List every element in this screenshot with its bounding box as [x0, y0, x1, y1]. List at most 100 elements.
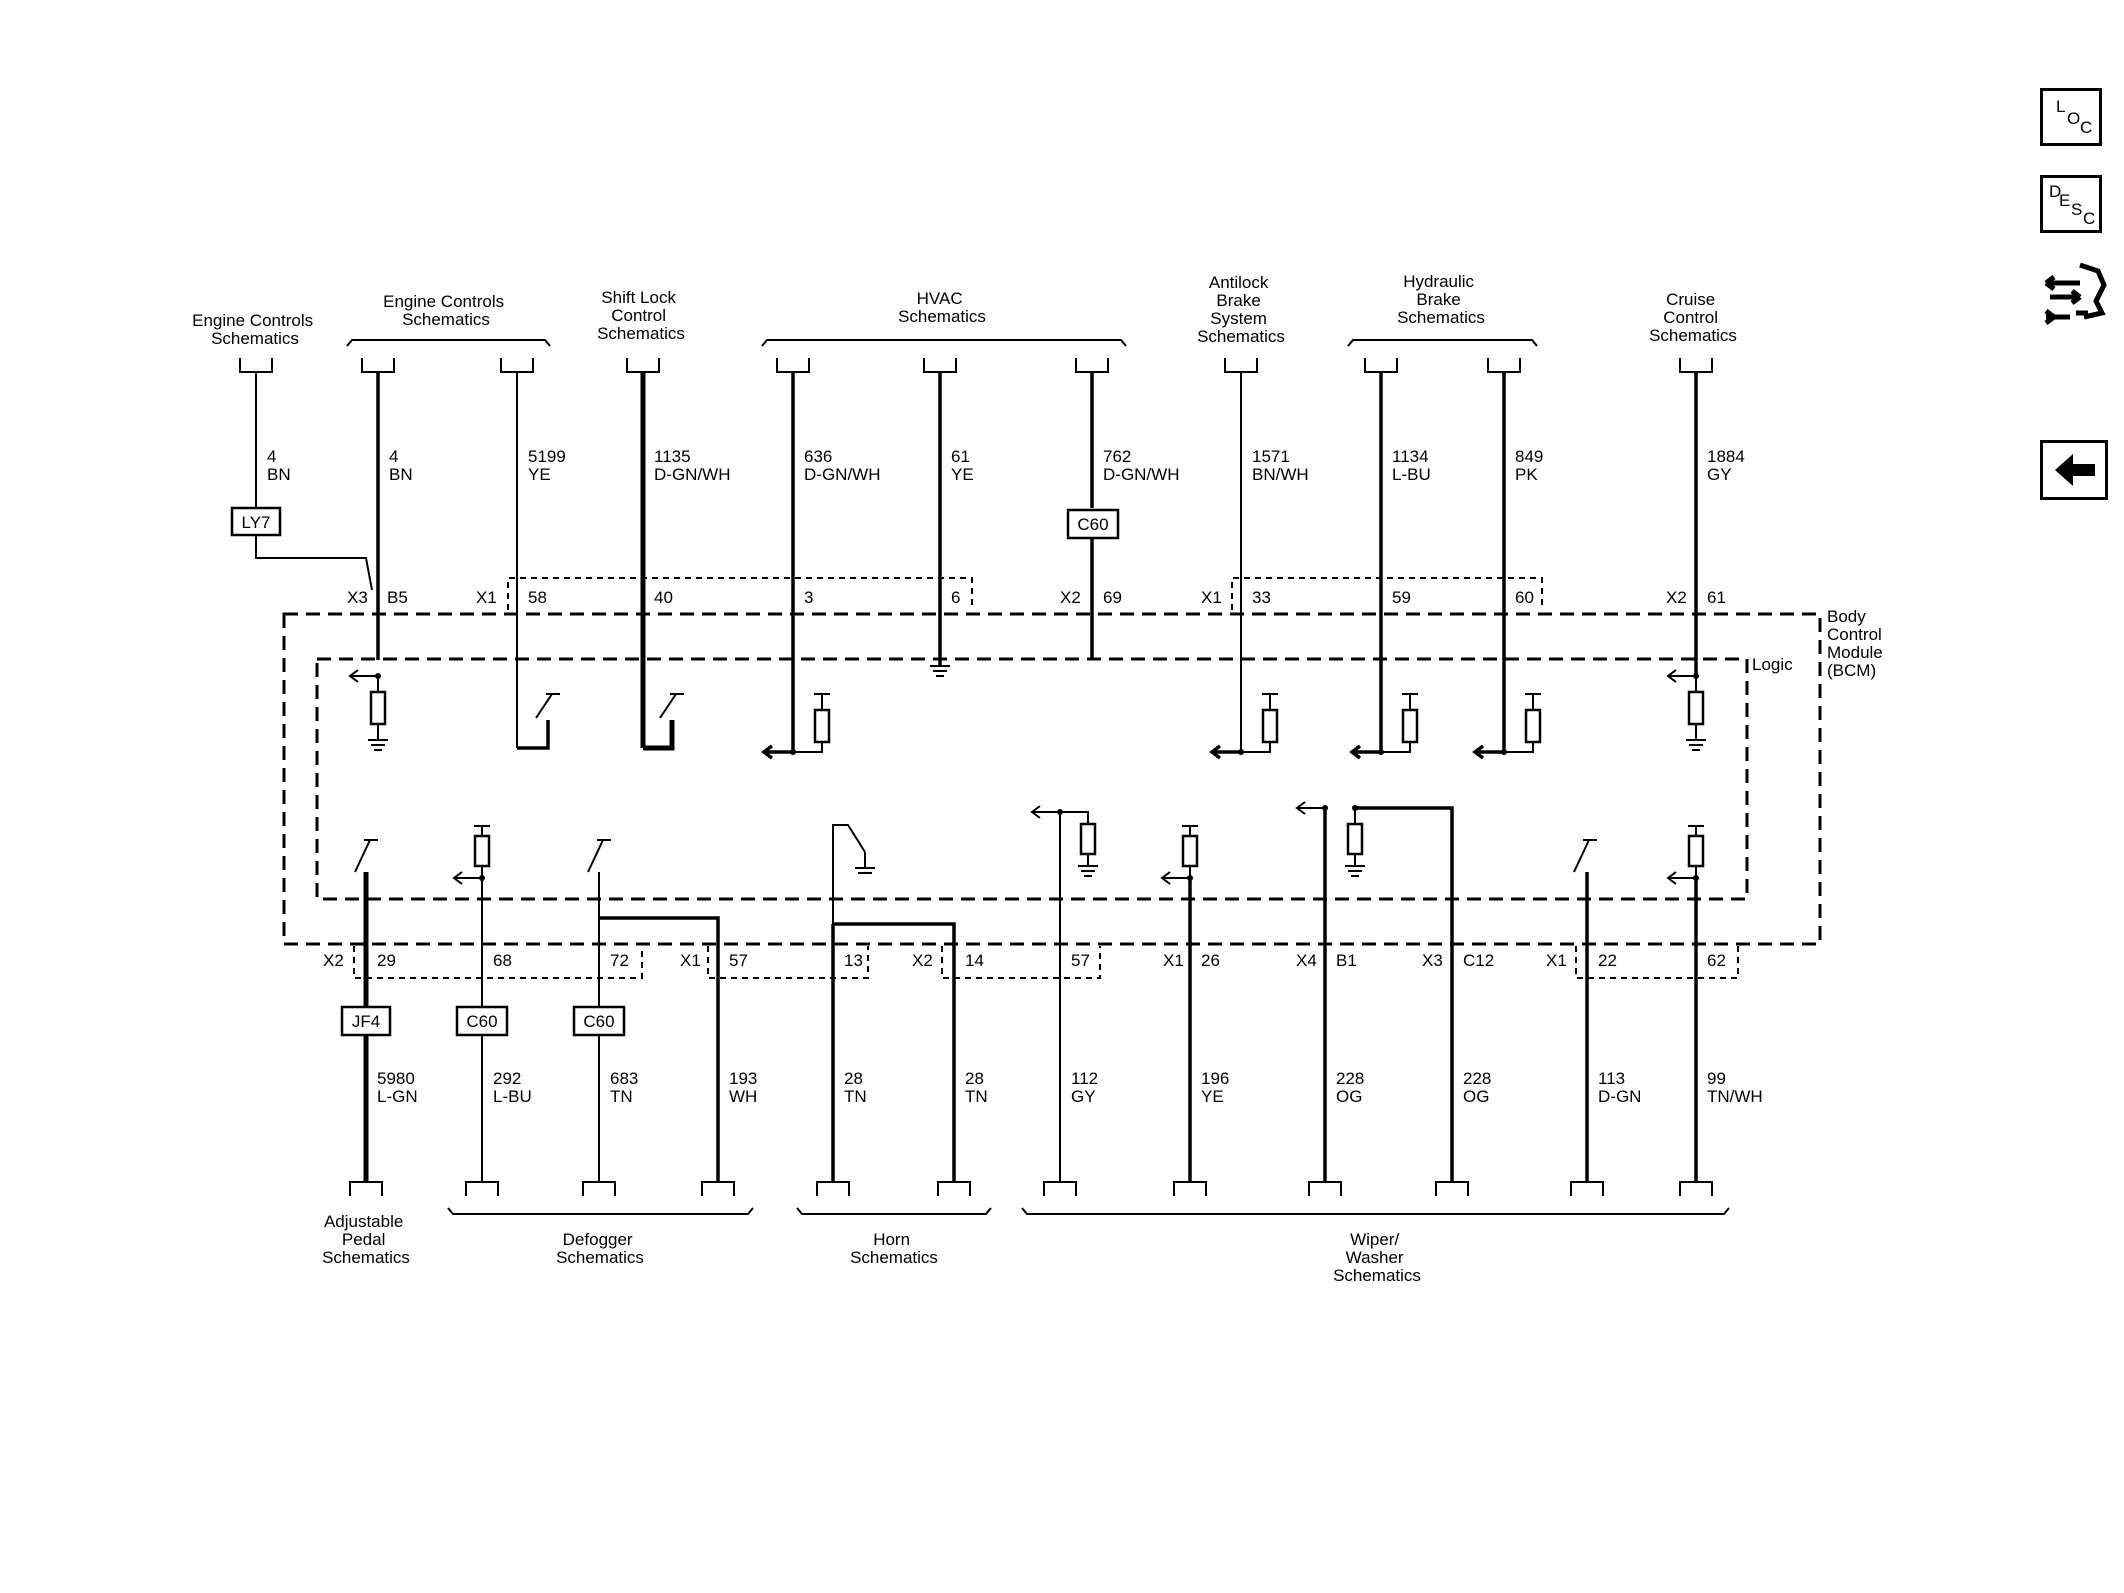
vehicle-wrench-icon[interactable]: [2040, 255, 2110, 335]
top-connector: X2: [1060, 588, 1081, 607]
top-pin-labels: X3 B5 X1 58 40 3 6 X2 69 X1 33 59 60 X2 …: [347, 588, 1726, 607]
top-group-brackets: [346, 339, 1538, 347]
bottom-pin: 26: [1201, 951, 1220, 970]
bottom-terminals: [349, 1181, 1713, 1196]
bottom-pin: 22: [1598, 951, 1617, 970]
top-circuit-color: YE: [528, 465, 551, 484]
bottom-pin: 14: [965, 951, 984, 970]
bottom-circuit-color: TN: [965, 1087, 988, 1106]
bottom-pin: 72: [610, 951, 629, 970]
top-pin: 60: [1515, 588, 1534, 607]
top-connector: X3: [347, 588, 368, 607]
desc-letter-d: D: [2049, 182, 2062, 201]
loc-button[interactable]: L O C: [2040, 88, 2102, 146]
bottom-pin: 29: [377, 951, 396, 970]
top-connector: X1: [1201, 588, 1222, 607]
top-group-hydraulic-brake[interactable]: Hydraulic Brake Schematics: [1397, 272, 1485, 327]
top-group-hvac[interactable]: HVAC Schematics: [898, 289, 986, 326]
bottom-circuit-num: 228: [1336, 1069, 1364, 1088]
bottom-group-wiper-washer[interactable]: Wiper/ Washer Schematics: [1333, 1230, 1421, 1285]
bottom-pin: C12: [1463, 951, 1494, 970]
back-arrow-icon: [2055, 454, 2095, 486]
top-circuit-color: GY: [1707, 465, 1732, 484]
desc-button[interactable]: D E S C: [2040, 175, 2102, 233]
top-circuit-color: D-GN/WH: [804, 465, 880, 484]
desc-letter-e: E: [2059, 191, 2071, 210]
bottom-circuit-num: 193: [729, 1069, 757, 1088]
back-button[interactable]: [2040, 440, 2108, 500]
bcm-logic-boundary: [315, 657, 1749, 901]
bottom-circuit-color: TN: [610, 1087, 633, 1106]
top-wires: [255, 372, 1698, 752]
top-pin: 3: [804, 588, 813, 607]
option-box-c60-292: C60: [455, 1005, 509, 1037]
top-connector-brackets: [507, 577, 1543, 610]
bottom-circuit-color: TN: [844, 1087, 867, 1106]
top-connector: X1: [476, 588, 497, 607]
top-pin: 58: [528, 588, 547, 607]
bottom-pin: 62: [1707, 951, 1726, 970]
top-group-cruise-control[interactable]: Cruise Control Schematics: [1649, 290, 1737, 345]
top-pin: B5: [387, 588, 408, 607]
bottom-group-defogger[interactable]: Defogger Schematics: [556, 1230, 644, 1267]
top-circuit-color: L-BU: [1392, 465, 1431, 484]
svg-text:C60: C60: [1077, 515, 1108, 534]
bottom-circuit-num: 5980: [377, 1069, 415, 1088]
top-circuit-num: 1134: [1392, 447, 1429, 466]
top-group-shift-lock[interactable]: Shift Lock Control Schematics: [597, 288, 685, 343]
top-group-engine-controls-1[interactable]: Engine Controls Schematics: [192, 311, 318, 348]
top-circuit-color: D-GN/WH: [654, 465, 730, 484]
bottom-circuit-num: 99: [1707, 1069, 1726, 1088]
bottom-circuit-num: 292: [493, 1069, 521, 1088]
bottom-pin: 57: [729, 951, 748, 970]
bottom-circuit-color: L-GN: [377, 1087, 418, 1106]
desc-letter-s: S: [2071, 200, 2083, 219]
bottom-connector: X1: [680, 951, 701, 970]
bottom-connector: X4: [1296, 951, 1317, 970]
top-circuit-num: 4: [267, 447, 276, 466]
bottom-group-horn[interactable]: Horn Schematics: [850, 1230, 938, 1267]
svg-text:LY7: LY7: [242, 513, 271, 532]
top-group-antilock-brake[interactable]: Antilock Brake System Schematics: [1197, 273, 1285, 346]
top-group-engine-controls-2[interactable]: Engine Controls Schematics: [383, 292, 509, 329]
bottom-circuit-num: 112: [1071, 1069, 1098, 1088]
top-circuit-num: 1571: [1252, 447, 1290, 466]
top-circuit-num: 5199: [528, 447, 566, 466]
bottom-circuit-color: D-GN: [1598, 1087, 1641, 1106]
upper-logic-elements: [348, 656, 1706, 760]
bottom-circuit-color: GY: [1071, 1087, 1096, 1106]
top-pin: 69: [1103, 588, 1122, 607]
top-circuit-num: 61: [951, 447, 970, 466]
bottom-connector: X3: [1422, 951, 1443, 970]
svg-text:C60: C60: [466, 1012, 497, 1031]
loc-letter-l: L: [2056, 97, 2066, 116]
top-terminals: [239, 358, 1713, 373]
top-circuit-color: YE: [951, 465, 974, 484]
bottom-group-adjustable-pedal[interactable]: Adjustable Pedal Schematics: [322, 1212, 410, 1267]
bottom-circuit-num: 28: [844, 1069, 863, 1088]
bottom-circuit-num: 196: [1201, 1069, 1229, 1088]
bottom-connector: X1: [1546, 951, 1567, 970]
top-circuit-labels: 4 BN 4 BN 5199 YE 1135 D-GN/WH 636 D-GN/…: [267, 447, 1745, 484]
svg-text:JF4: JF4: [352, 1012, 380, 1031]
top-pin: 59: [1392, 588, 1411, 607]
option-box-jf4: JF4: [340, 1005, 392, 1037]
top-circuit-color: BN/WH: [1252, 465, 1309, 484]
bottom-circuit-color: WH: [729, 1087, 757, 1106]
top-pin: 6: [951, 588, 960, 607]
top-circuit-num: 849: [1515, 447, 1543, 466]
desc-letter-c: C: [2083, 209, 2096, 228]
svg-text:C60: C60: [583, 1012, 614, 1031]
bottom-connector-brackets: [353, 946, 1739, 979]
lower-logic-elements: [354, 801, 1705, 924]
bottom-connector: X2: [912, 951, 933, 970]
loc-letter-c: C: [2080, 118, 2093, 137]
option-box-c60-top: C60: [1066, 508, 1120, 540]
loc-letter-o: O: [2067, 109, 2081, 128]
top-circuit-color: D-GN/WH: [1103, 465, 1179, 484]
bottom-circuit-color: TN/WH: [1707, 1087, 1763, 1106]
bottom-circuit-labels: 5980 L-GN 292 L-BU 683 TN 193 WH 28 TN 2…: [377, 1069, 1763, 1106]
bcm-module-label: Body Control Module (BCM): [1827, 607, 1888, 680]
bottom-circuit-num: 683: [610, 1069, 638, 1088]
bottom-pin: 57: [1071, 951, 1090, 970]
